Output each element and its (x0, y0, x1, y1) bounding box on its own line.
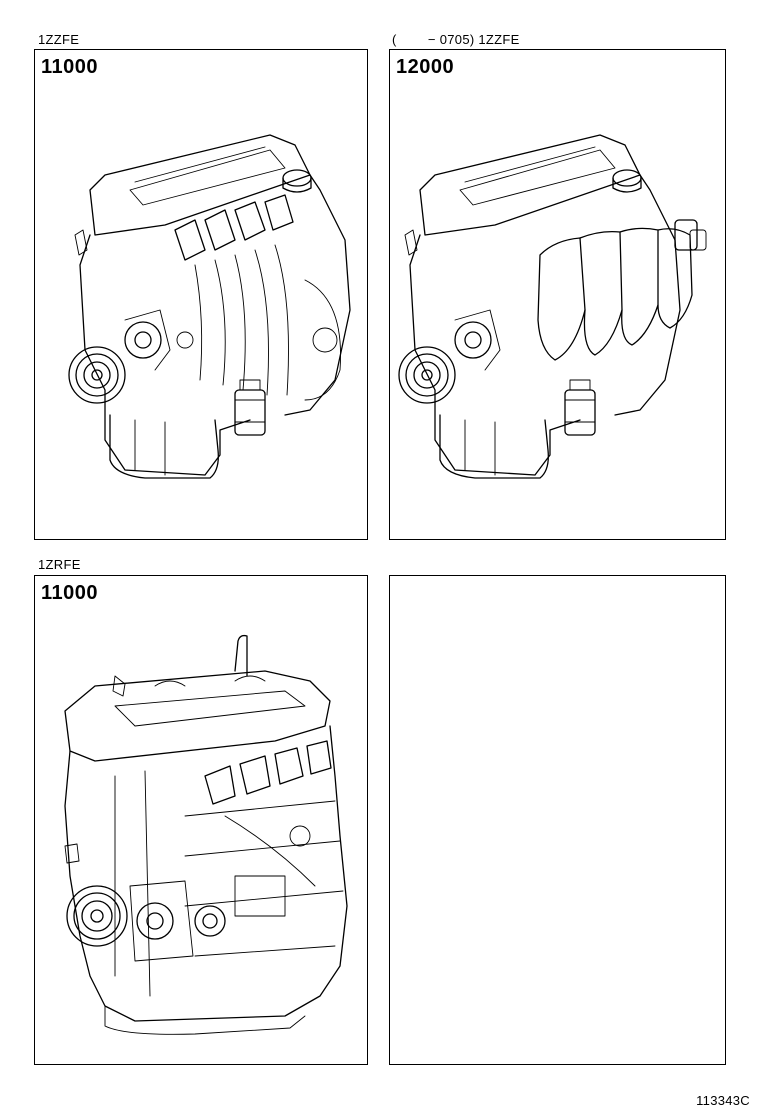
panel-4-empty (389, 575, 726, 1065)
panel-2: 12000 (389, 49, 726, 540)
panel-2-caption: ( − 0705) 1ZZFE (392, 32, 520, 47)
panel-3: 11000 (34, 575, 368, 1065)
panel-3-part-number[interactable]: 11000 (41, 582, 99, 604)
panel-3-caption: 1ZRFE (38, 557, 81, 572)
panel-1: 11000 (34, 49, 368, 540)
engine-1zzfe-illustration (68, 134, 351, 479)
figure-reference-number: 113343C (696, 1093, 750, 1108)
engine-1zrfe-illustration (64, 634, 348, 1035)
engine-with-intake-manifold-illustration (398, 134, 707, 479)
panel-2-part-number[interactable]: 12000 (396, 56, 455, 78)
panel-1-caption: 1ZZFE (38, 32, 80, 47)
panel-1-part-number[interactable]: 11000 (41, 56, 99, 78)
